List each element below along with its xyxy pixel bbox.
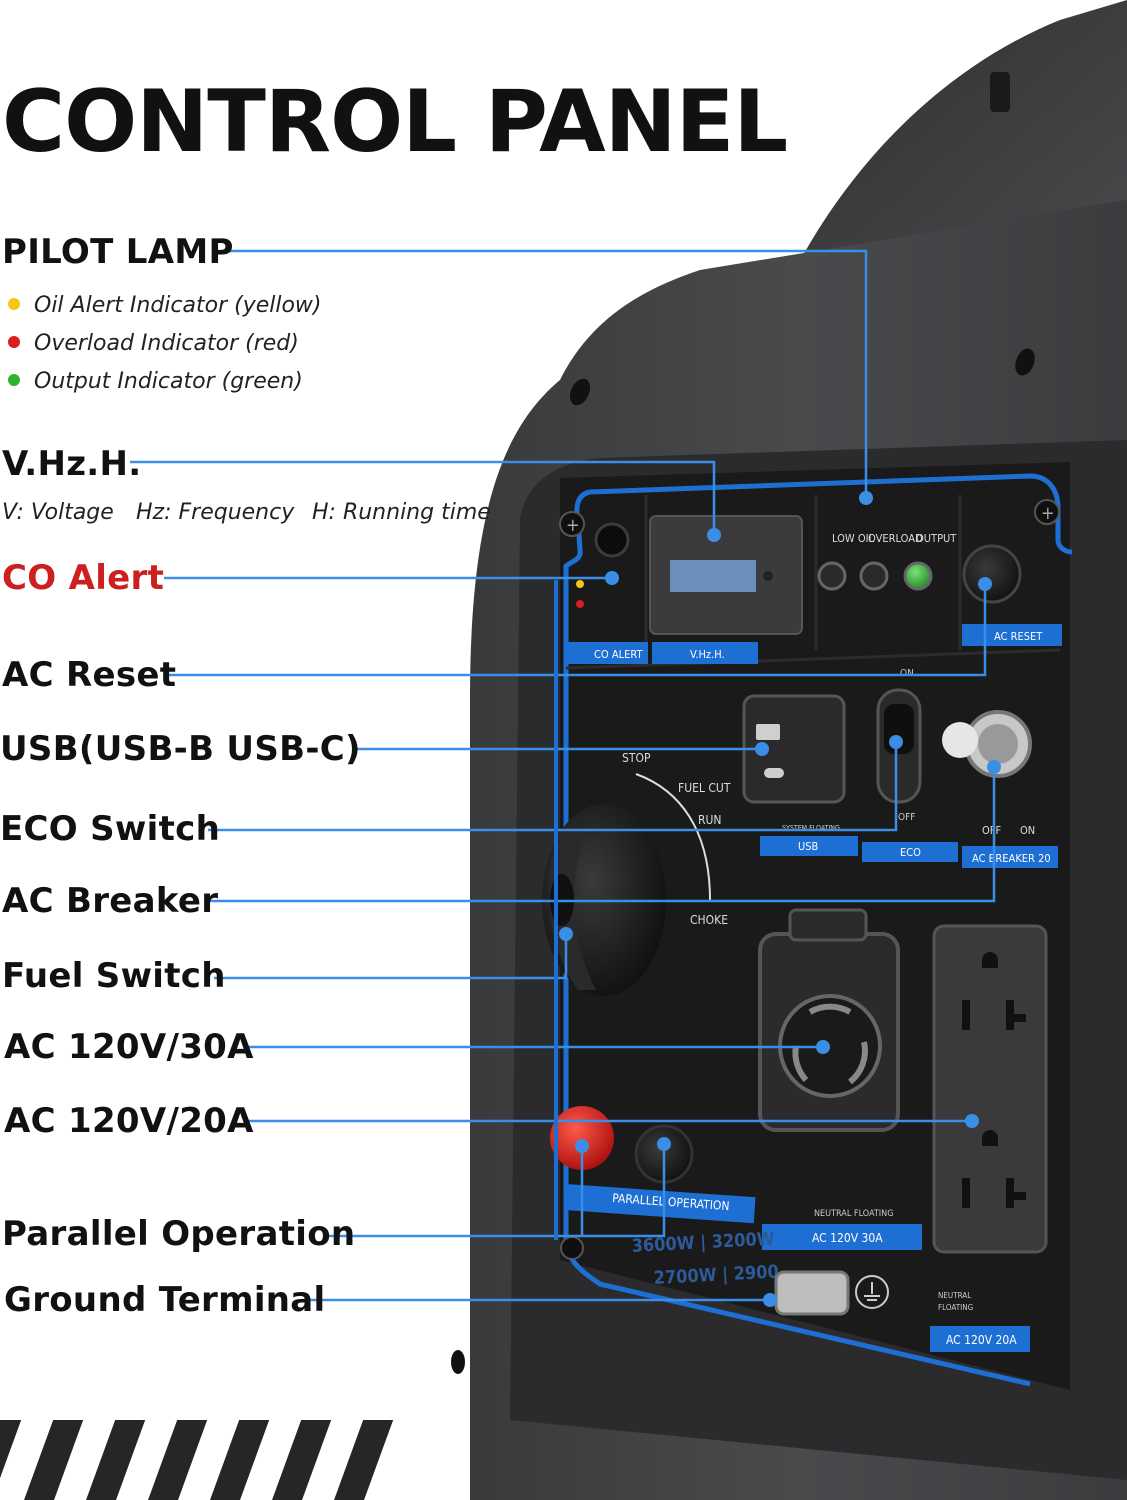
vhzh-def-running-time: H: Running time	[312, 500, 491, 525]
svg-text:FUEL CUT: FUEL CUT	[678, 781, 731, 795]
panel-vhzh-text: V.Hz.H.	[690, 648, 725, 661]
overload-lamp	[859, 561, 889, 591]
svg-text:AC 120V 30A: AC 120V 30A	[812, 1231, 883, 1245]
fuel-switch-label: Fuel Switch	[2, 956, 226, 996]
svg-text:OFF: OFF	[898, 812, 915, 823]
svg-text:FLOATING: FLOATING	[938, 1303, 973, 1312]
svg-text:USB: USB	[798, 840, 819, 853]
svg-text:ECO: ECO	[900, 846, 921, 859]
pilot-lamp-leader	[228, 249, 868, 498]
pilot-indicator-overload: Overload Indicator (red)	[8, 331, 299, 356]
svg-text:OUTPUT: OUTPUT	[916, 532, 957, 545]
vhzh-label: V.Hz.H.	[2, 444, 142, 484]
parallel-leader	[326, 1144, 666, 1238]
svg-text:SYSTEM FLOATING: SYSTEM FLOATING	[782, 824, 840, 832]
ground-terminal-label: Ground Terminal	[4, 1280, 326, 1320]
vhzh-leader	[130, 460, 716, 535]
svg-text:LOW OIL: LOW OIL	[832, 532, 875, 545]
ground-terminal	[774, 1270, 850, 1316]
svg-text:+: +	[566, 515, 580, 536]
ac-reset-leader	[166, 584, 987, 677]
usb-label: USB(USB-B USB-C)	[0, 729, 361, 769]
svg-text:AC 120V 20A: AC 120V 20A	[946, 1333, 1017, 1347]
vhzh-def-voltage: V: Voltage	[2, 500, 114, 525]
svg-text:CHOKE: CHOKE	[690, 913, 728, 927]
ac-30a-label: AC 120V/30A	[4, 1027, 254, 1067]
panel-co-alert-text: CO ALERT	[594, 648, 643, 661]
pilot-indicator-oil: Oil Alert Indicator (yellow)	[8, 293, 322, 318]
output-lamp	[903, 561, 933, 591]
red-dot-icon	[8, 336, 20, 348]
svg-text:AC BREAKER 20: AC BREAKER 20	[972, 852, 1051, 865]
pilot-indicator-output: Output Indicator (green)	[8, 369, 303, 394]
ac-reset-button	[962, 544, 1022, 604]
page-title: CONTROL PANEL	[2, 72, 788, 172]
svg-text:AC RESET: AC RESET	[994, 630, 1043, 643]
svg-text:OVERLOAD: OVERLOAD	[868, 532, 923, 545]
pilot-lamp-label: PILOT LAMP	[2, 232, 234, 272]
green-dot-icon	[8, 374, 20, 386]
ac-20a-label: AC 120V/20A	[4, 1101, 254, 1141]
eco-switch-label: ECO Switch	[0, 809, 221, 849]
svg-text:RUN: RUN	[698, 813, 721, 827]
yellow-dot-icon	[8, 298, 20, 310]
fuel-leader	[214, 934, 568, 980]
eco-leader	[208, 742, 898, 832]
co-alert-label: CO Alert	[2, 558, 165, 598]
low-oil-lamp	[817, 561, 847, 591]
parallel-operation-label: Parallel Operation	[2, 1214, 356, 1254]
svg-text:ON: ON	[1020, 824, 1035, 837]
ac-breaker-label: AC Breaker	[2, 881, 219, 921]
svg-text:OFF: OFF	[982, 824, 1001, 837]
ac-reset-label: AC Reset	[2, 655, 177, 695]
svg-text:NEUTRAL: NEUTRAL	[938, 1291, 971, 1300]
svg-text:ON: ON	[900, 668, 914, 679]
svg-text:+: +	[1041, 503, 1055, 524]
svg-text:STOP: STOP	[622, 751, 651, 765]
svg-text:NEUTRAL FLOATING: NEUTRAL FLOATING	[814, 1209, 893, 1219]
vhzh-def-frequency: Hz: Frequency	[136, 500, 295, 525]
ac-breaker-leader	[208, 767, 996, 903]
